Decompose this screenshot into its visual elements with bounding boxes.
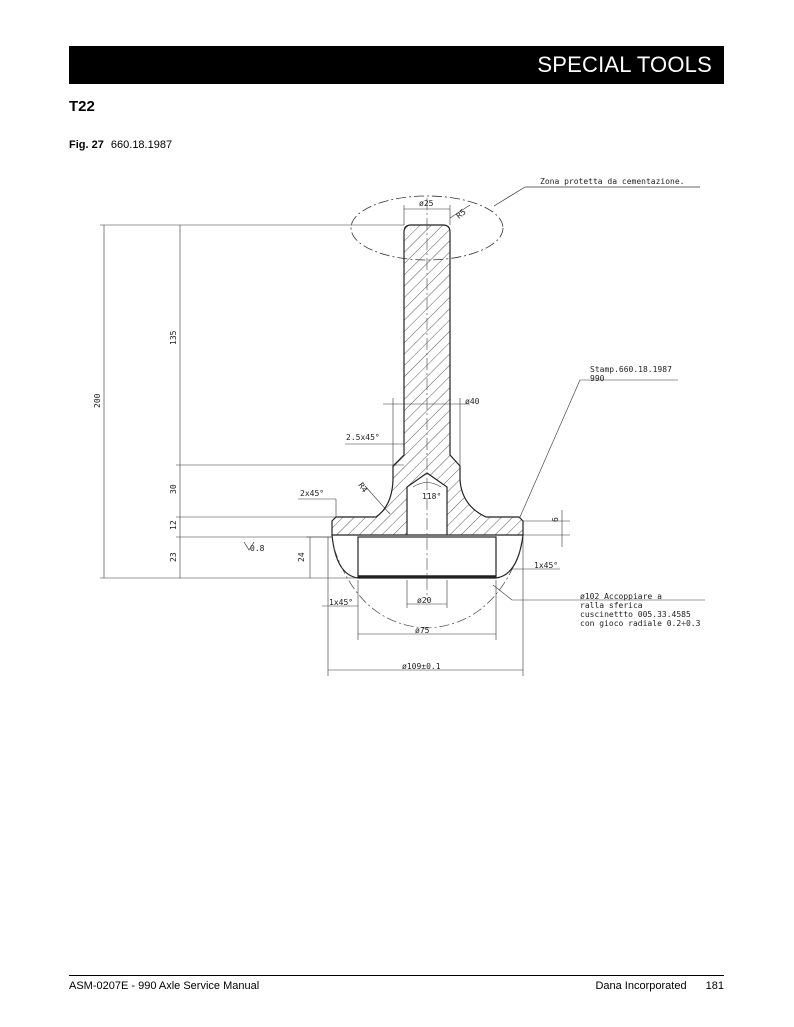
footer-manual: ASM-0207E - 990 Axle Service Manual xyxy=(69,980,260,992)
bottom-dimension-lines xyxy=(322,537,524,676)
right-dimension-lines xyxy=(492,379,705,601)
figure-caption: Fig. 27 660.18.1987 xyxy=(69,139,172,151)
page-number: 181 xyxy=(705,980,724,992)
stamp-note-line1: Stamp.660.18.1987 xyxy=(590,365,672,374)
roughness-symbol xyxy=(243,541,255,551)
dim-d20: ø20 xyxy=(417,596,432,605)
figure-label: Fig. 27 xyxy=(69,139,104,151)
stamp-note-line2: 990 xyxy=(590,374,605,383)
dim-chamfer-25: 2.5x45° xyxy=(346,433,380,442)
figure-code: 660.18.1987 xyxy=(110,139,173,151)
dim-r4: R4 xyxy=(356,481,369,494)
dim-135: 135 xyxy=(169,330,178,345)
dim-angle-118: 118° xyxy=(422,492,441,501)
footer-rule xyxy=(69,975,724,976)
footer-right: Dana Incorporated 181 xyxy=(595,980,724,992)
dim-chamfer-2: 2x45° xyxy=(300,489,324,498)
section-id: T22 xyxy=(69,98,95,115)
left-dimension-lines xyxy=(100,224,404,579)
coupling-note-line1: ø102 Accoppiare a xyxy=(580,592,662,601)
coupling-note-line2: ralla sferica xyxy=(580,601,643,610)
part-section xyxy=(331,224,524,536)
roughness-value: 0.8 xyxy=(250,544,265,553)
dim-chamfer-1-left: 1x45° xyxy=(329,598,353,607)
dim-d75: ø75 xyxy=(415,626,430,635)
dim-6: 6 xyxy=(551,517,560,522)
zona-leader xyxy=(493,186,526,207)
protected-zone-ellipse xyxy=(350,195,504,261)
dim-30: 30 xyxy=(169,484,178,494)
coupling-note-line4: con gioco radiale 0.2÷0.3 xyxy=(580,619,701,628)
dim-r5: R5 xyxy=(455,207,468,220)
dim-23: 23 xyxy=(169,552,178,562)
dome-phantom xyxy=(333,547,522,629)
dim-200: 200 xyxy=(93,393,102,408)
dim-d109: ø109±0.1 xyxy=(402,662,441,671)
zona-note: Zona protetta da cementazione. xyxy=(540,177,685,186)
top-dimension-lines xyxy=(298,204,471,517)
dim-chamfer-1-right: 1x45° xyxy=(534,561,558,570)
dim-12: 12 xyxy=(169,520,178,530)
header-title: SPECIAL TOOLS xyxy=(537,52,712,77)
dim-24: 24 xyxy=(297,552,306,562)
dim-d40: ø40 xyxy=(465,397,480,406)
header-bar: SPECIAL TOOLS xyxy=(69,46,724,84)
coupling-note-line3: cuscinettto 005.33.4585 xyxy=(580,610,691,619)
footer-company: Dana Incorporated xyxy=(595,980,687,992)
angle-arc xyxy=(412,482,442,488)
dim-d25: ø25 xyxy=(419,199,434,208)
technical-drawing: Zona protetta da cementazione. 200 135 3… xyxy=(93,177,705,676)
